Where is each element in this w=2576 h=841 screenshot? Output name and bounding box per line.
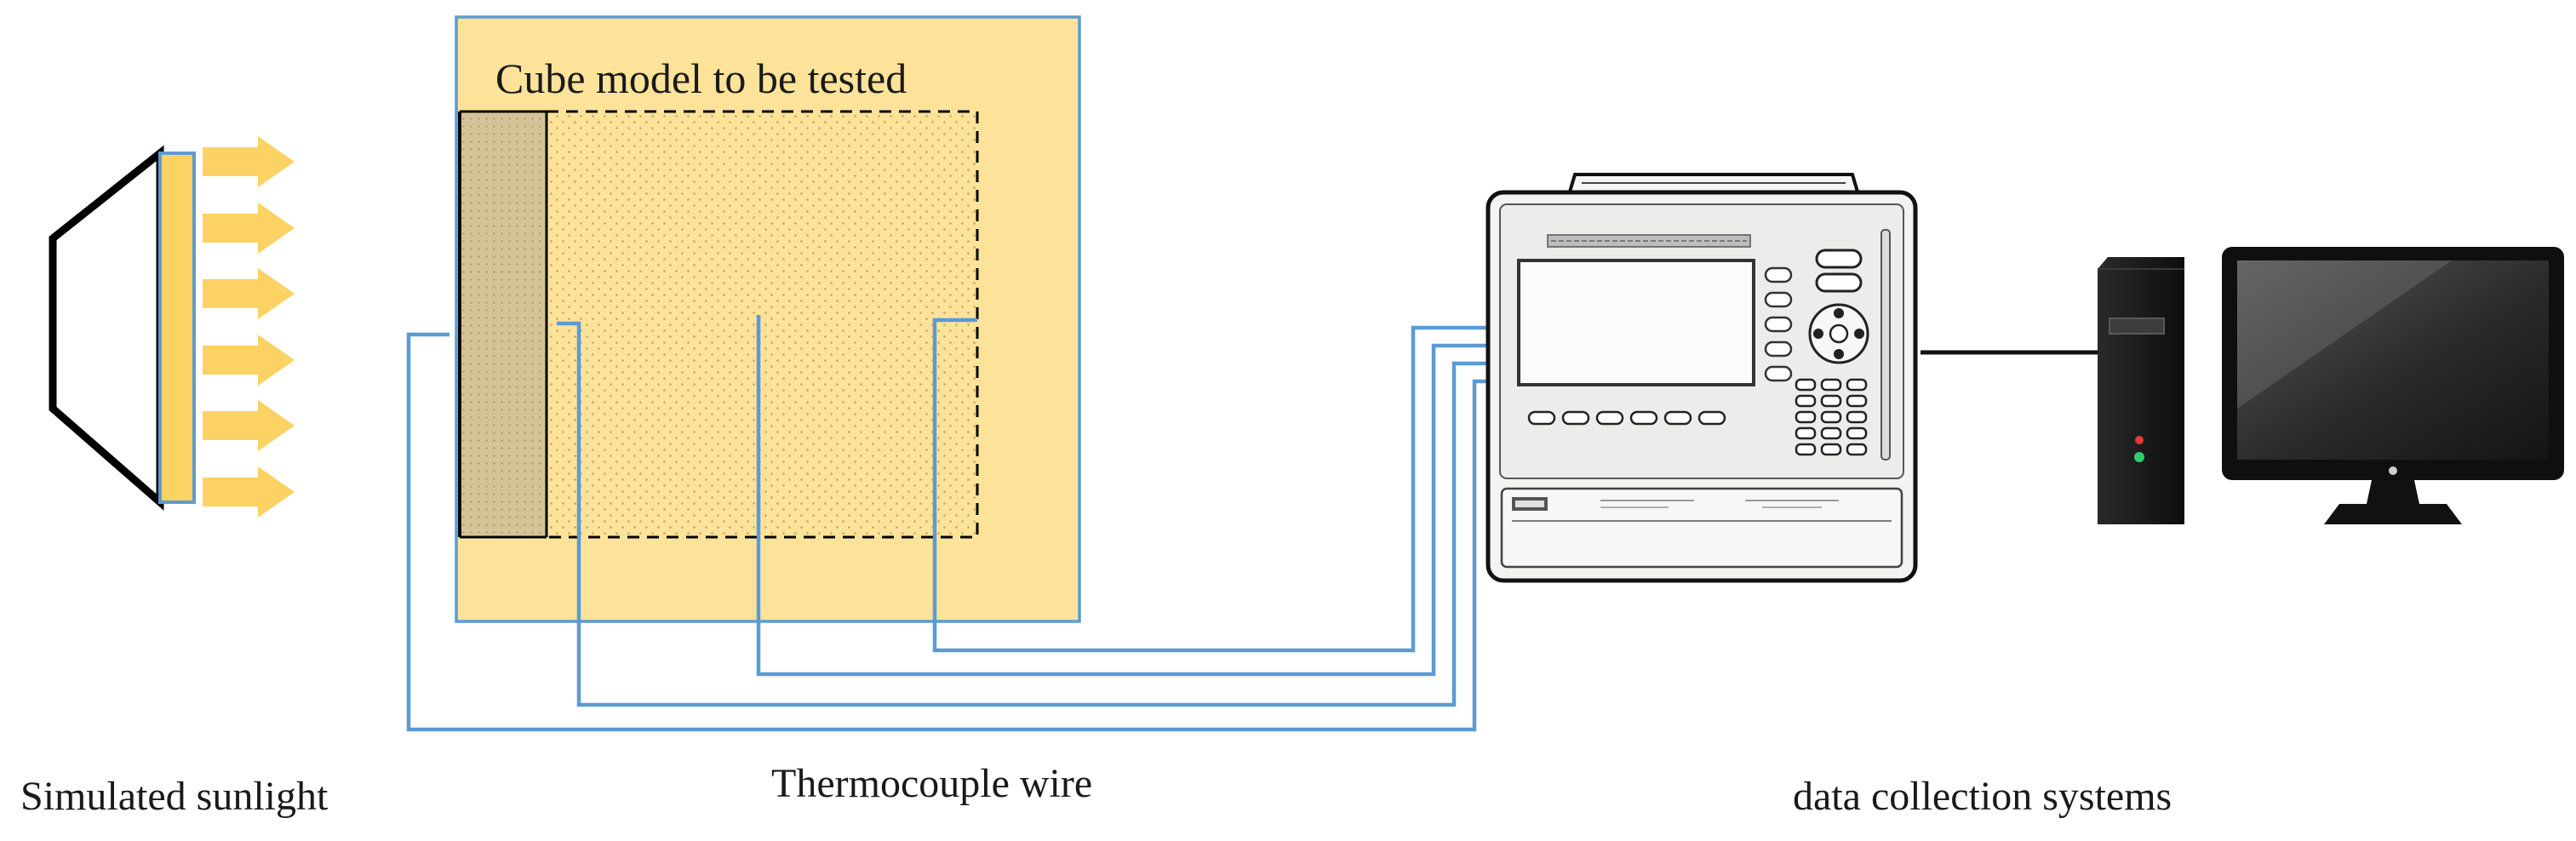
power-led-red — [2135, 436, 2144, 444]
light-arrow — [203, 136, 295, 187]
thermocouple-wire-2 — [557, 321, 1488, 707]
light-arrow — [203, 335, 295, 386]
monitor-stand — [2324, 504, 2462, 524]
data-recorder — [1485, 173, 1918, 583]
numeric-keypad — [1795, 378, 1868, 456]
thermocouple-wire-1 — [406, 332, 1488, 732]
wire-label: Thermocouple wire — [771, 761, 1092, 806]
light-arrow — [203, 203, 295, 254]
recorder-screen — [1517, 259, 1755, 386]
monitor-logo — [2389, 466, 2397, 475]
cube-model: Cube model to be tested — [455, 15, 1081, 623]
power-led-green — [2134, 452, 2144, 462]
thermocouple-wires — [406, 315, 1488, 732]
simulated-sunlight-lamp — [49, 145, 196, 511]
light-ray-arrows — [203, 136, 295, 518]
computer-monitor — [2222, 247, 2564, 524]
daq-label: data collection systems — [1793, 774, 2172, 819]
function-buttons — [1527, 410, 1726, 426]
test-chamber — [547, 112, 977, 537]
recorder-drawer — [1500, 487, 1903, 569]
computer-tower — [2098, 257, 2184, 524]
thermocouple-wire-3 — [756, 315, 1488, 677]
light-arrow — [203, 400, 295, 451]
monitor-screen — [2237, 260, 2549, 460]
side-buttons — [1764, 266, 1793, 382]
light-arrow — [203, 268, 295, 319]
drive-bay — [2109, 318, 2165, 335]
thermocouple-wire-4 — [932, 318, 1488, 653]
monitor-neck — [2367, 480, 2419, 504]
light-arrow — [203, 466, 295, 518]
sunlight-label: Simulated sunlight — [20, 774, 329, 819]
navigation-dpad — [1808, 303, 1869, 364]
model-title: Cube model to be tested — [495, 54, 907, 102]
lamp-filter-plate — [158, 152, 196, 504]
